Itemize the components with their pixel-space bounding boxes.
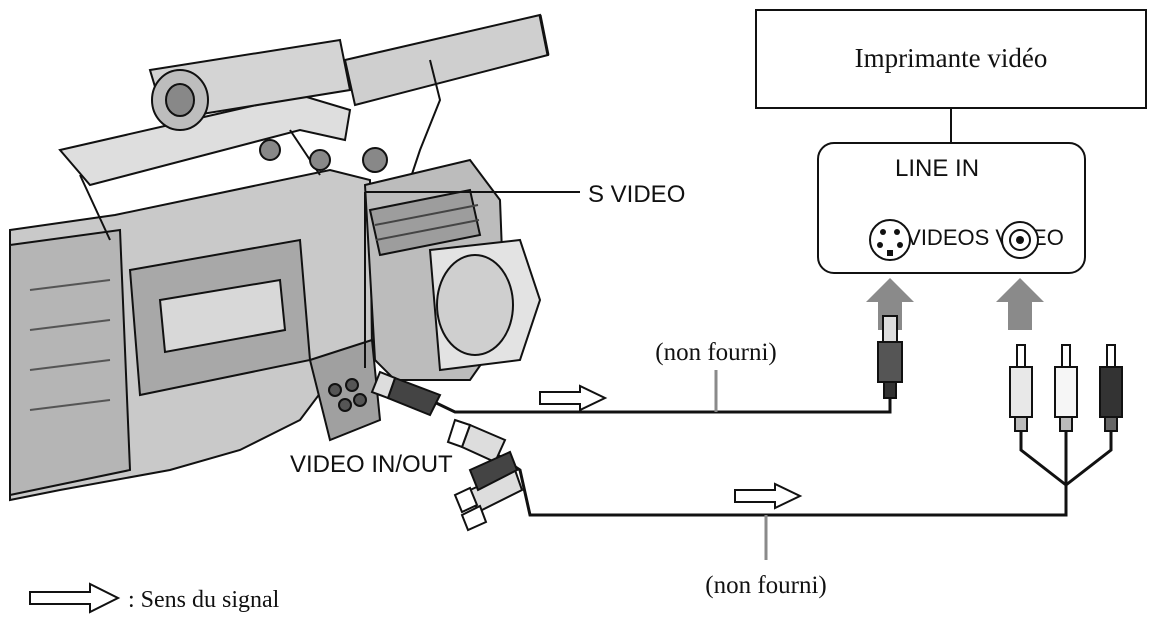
- s-video-jack-icon: [869, 219, 911, 261]
- cable-upper-label: (non fourni): [655, 339, 777, 366]
- signal-arrow-icon: [29, 582, 121, 614]
- signal-arrow-icon: [734, 482, 803, 510]
- video-in-out-label: VIDEO IN/OUT: [290, 451, 453, 478]
- up-arrow-icon: [996, 278, 1044, 330]
- rca-plug-icon: [446, 418, 507, 464]
- legend-label: : Sens du signal: [128, 587, 280, 613]
- rca-jack-icon: [1001, 221, 1039, 259]
- s-video-label: S VIDEO: [588, 181, 685, 208]
- s-video-cable: [429, 398, 892, 414]
- printer-box: [755, 9, 1147, 109]
- rca-plug-icon: [1054, 344, 1078, 432]
- cable-lower-label: (non fourni): [705, 572, 827, 599]
- line-in-label: LINE IN: [895, 155, 979, 182]
- videos-video-label: VIDEOS VIDEO: [906, 225, 1064, 250]
- s-video-plug-icon: [877, 315, 903, 399]
- signal-arrow-icon: [539, 384, 608, 412]
- av-cable: [489, 431, 1113, 517]
- printer-label: Imprimante vidéo: [855, 43, 1048, 73]
- rca-plug-icon: [1009, 344, 1033, 432]
- rca-plug-icon: [1099, 344, 1123, 432]
- rca-plug-icon: [453, 450, 519, 514]
- camcorder-illustration: [9, 13, 550, 502]
- s-video-plug-icon: [370, 370, 442, 417]
- up-arrow-icon: [866, 278, 914, 330]
